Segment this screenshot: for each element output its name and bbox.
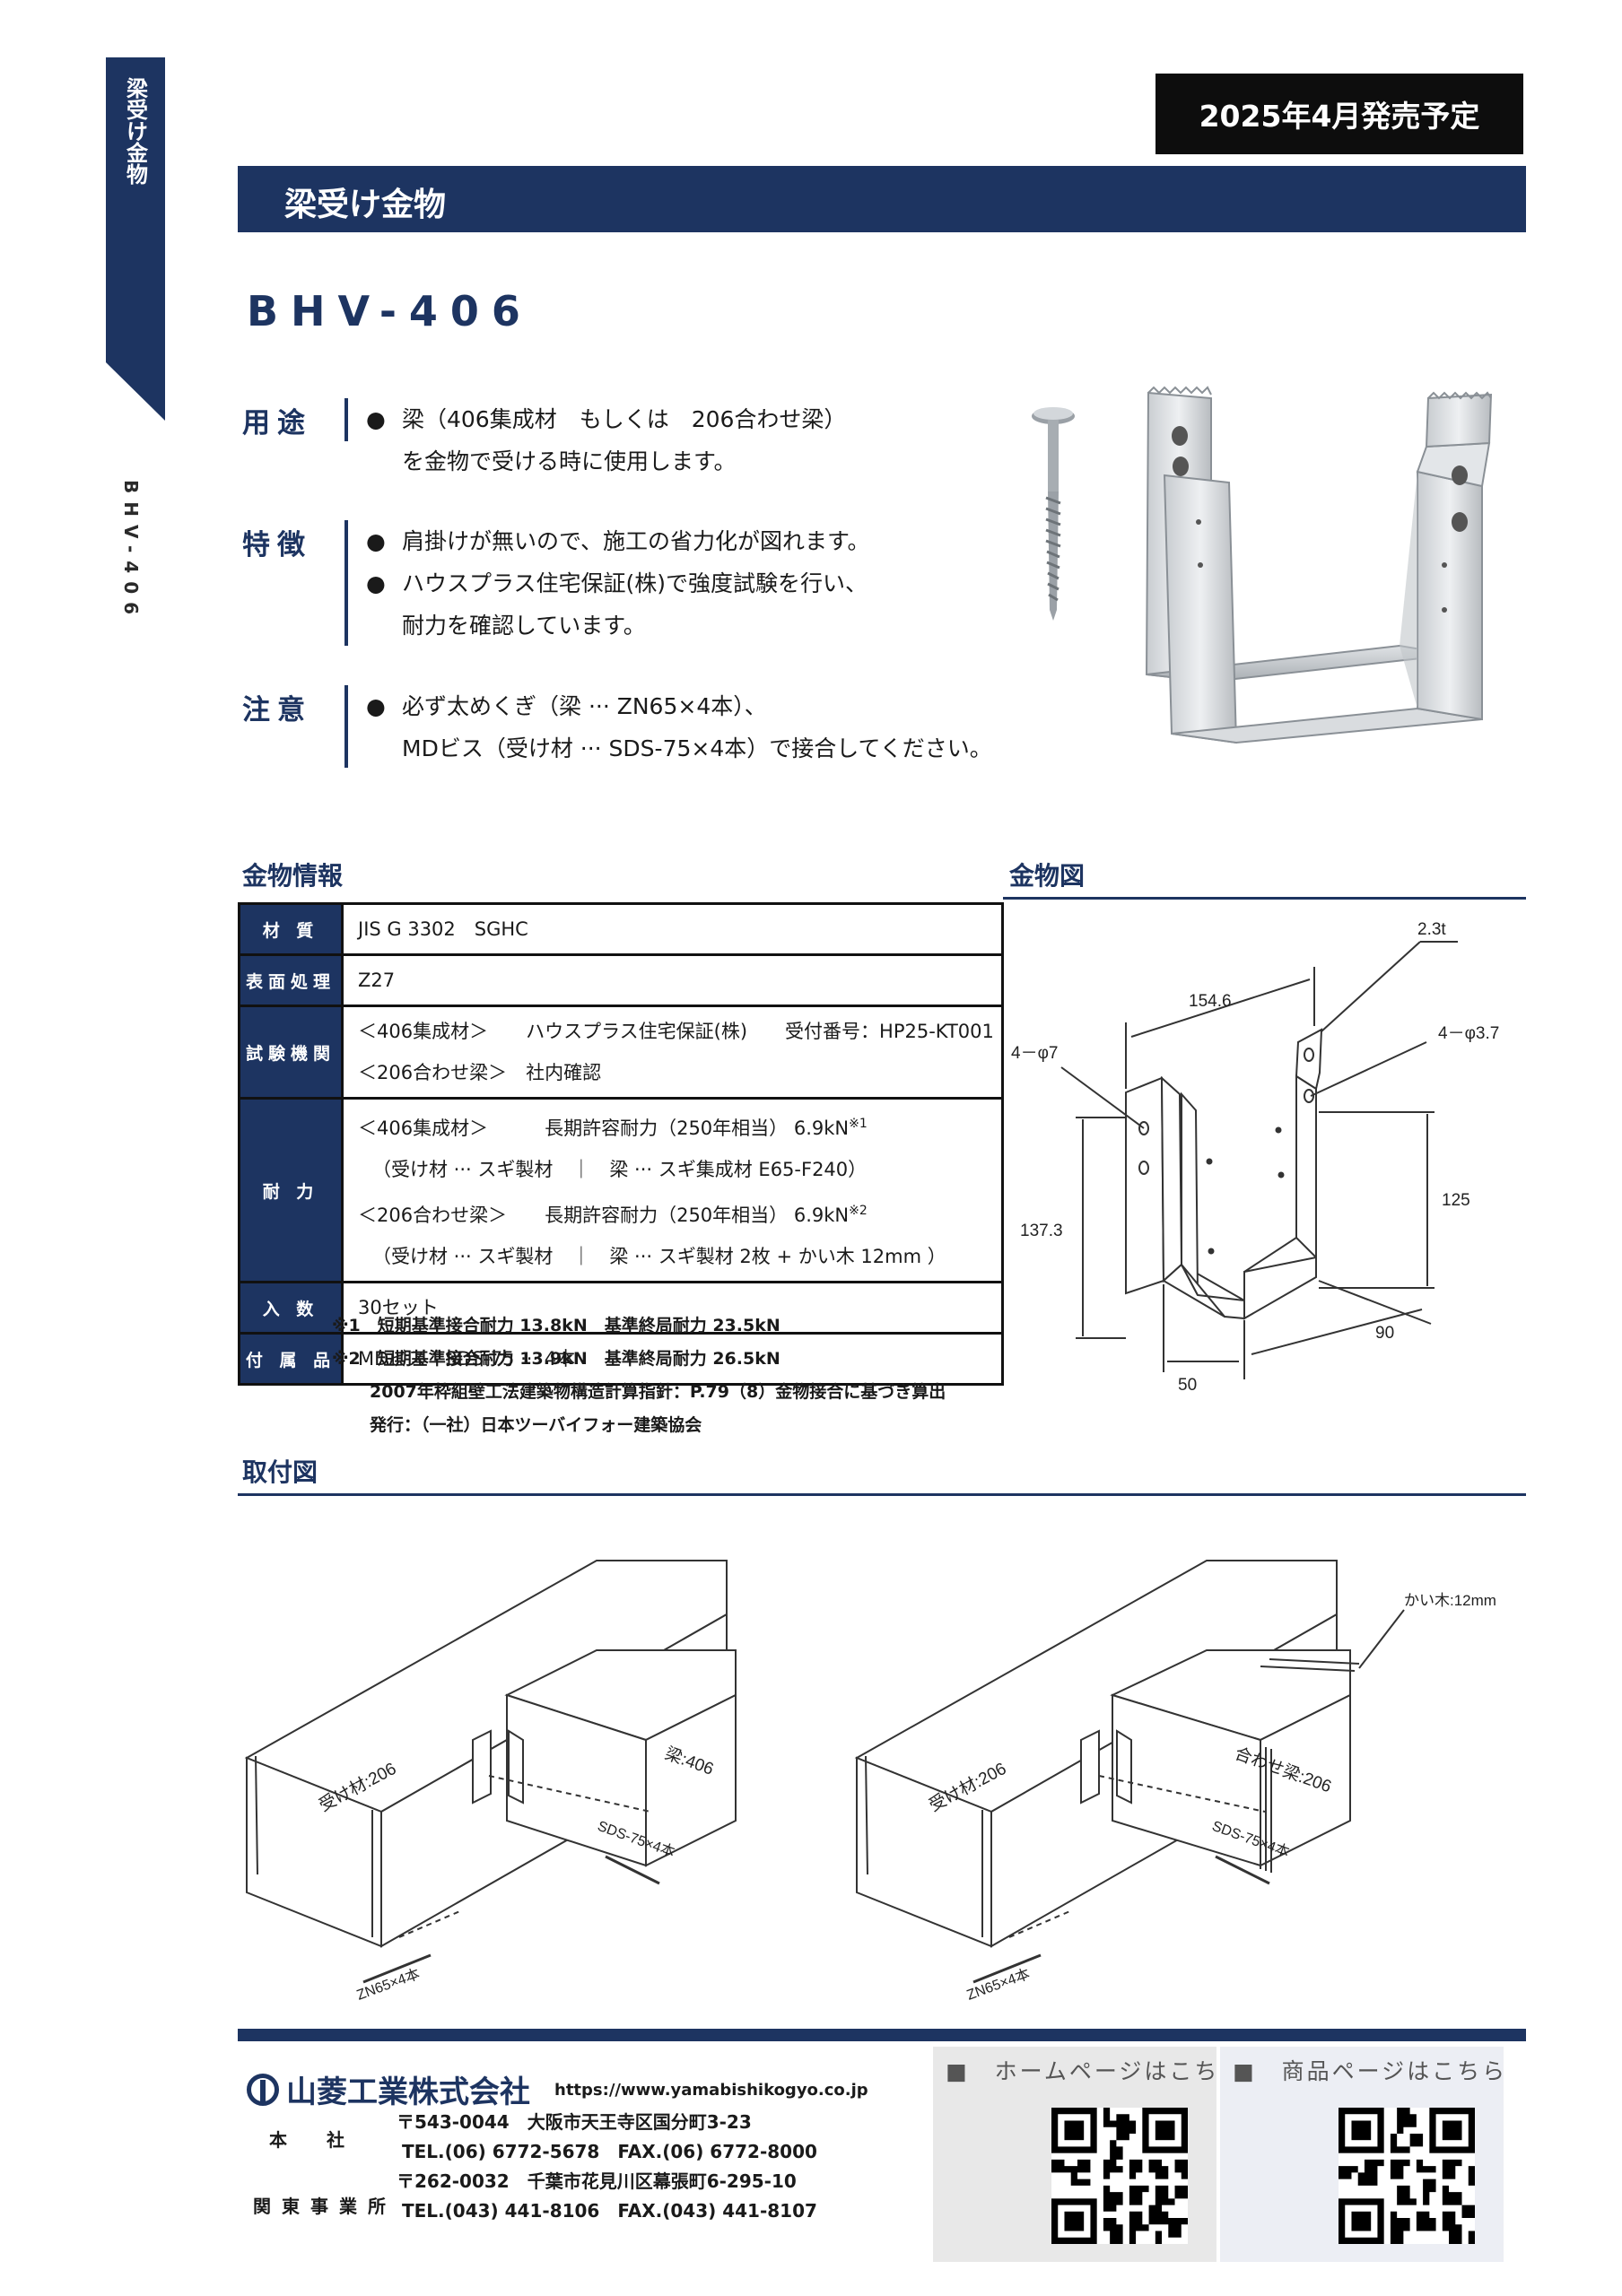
spec-key: 材 質: [238, 902, 344, 956]
head-office-label: 本 社: [269, 2129, 355, 2151]
page-title: 梁受け金物: [284, 187, 447, 223]
features-label: 特徴: [242, 529, 312, 561]
qr-product-code[interactable]: [1339, 2108, 1475, 2244]
caution-divider: [344, 685, 348, 768]
features-divider: [344, 520, 348, 646]
spec-value: 30セット: [341, 1281, 1004, 1335]
footer-rule: [238, 2029, 1526, 2041]
release-banner: 2025年4月発売予定: [1155, 74, 1523, 154]
qr-code-icon: [1051, 2108, 1188, 2244]
left-flange: [1125, 1076, 1165, 1295]
usage-text: ●梁（406集成材 もしくは 206合わせ梁） を金物で受ける時に使用します。: [366, 406, 847, 474]
footnotes: ※1 短期基準接合耐力 13.8kN 基準終局耐力 23.5kN ※2 短期基準…: [332, 1316, 946, 1435]
dim-thickness: 2.3t: [1417, 920, 1446, 939]
diagram-heading-rule: [1003, 897, 1526, 900]
kanto-office-address: 〒262-0032 千葉市花見川区幕張町6-295-10 TEL.(043) 4…: [397, 2170, 817, 2222]
caution-text: ●必ず太めくぎ（梁 ··· ZN65×4本）、 MDビス（受け材 ··· SDS…: [366, 693, 992, 761]
caution-label: 注意: [242, 694, 312, 726]
spec-row-testing: 試験機関 ＜406集成材＞ ハウスプラス住宅保証(株) 受付番号：HP25-KT…: [238, 1004, 1004, 1100]
qr-product-panel[interactable]: ■ 商品ページはこちら: [1220, 2047, 1504, 2262]
head-office-address: 〒543-0044 大阪市天王寺区国分町3-23 TEL.(06) 6772-5…: [397, 2111, 817, 2162]
features-text: ●肩掛けが無いので、施工の省力化が図れます。 ●ハウスプラス住宅保証(株)で強度…: [366, 528, 870, 639]
qr-home-code[interactable]: [1051, 2108, 1188, 2244]
spec-row-material: 材 質 JIS G 3302 SGHC: [238, 902, 1004, 956]
dim-depth: 90: [1375, 1324, 1394, 1343]
spec-key: 試験機関: [238, 1004, 344, 1100]
screw-photo: [1032, 407, 1075, 621]
dim-width: 154.6: [1189, 992, 1232, 1011]
mount-heading-rule: [238, 1493, 1526, 1496]
usage-divider: [344, 398, 348, 441]
usage-label: 用途: [242, 407, 312, 439]
side-category-tab: 梁受け金物: [106, 57, 165, 421]
qr-code-icon: [1339, 2108, 1475, 2244]
qr-product-label: ■ 商品ページはこちら: [1233, 2058, 1508, 2084]
mount-heading: 取付図: [242, 1457, 318, 1487]
dim-hole-small: 4－φ3.7: [1438, 1024, 1499, 1043]
model-number: BHV-406: [247, 287, 533, 335]
spec-value: Z27: [341, 953, 1004, 1007]
qr-home-label: ■ ホームページはこちら: [946, 2058, 1245, 2084]
info-heading: 金物情報: [242, 861, 344, 891]
company-logo-icon: [247, 2073, 279, 2106]
spec-row-surface: 表面処理 Z27: [238, 953, 1004, 1007]
bracket-photo: [1145, 386, 1493, 744]
spec-key: 表面処理: [238, 953, 344, 1007]
kanto-office-label: 関東事業所: [253, 2196, 397, 2217]
diagram-heading: 金物図: [1009, 861, 1086, 891]
spec-key: 耐 力: [238, 1097, 344, 1283]
spec-row-quantity: 入 数 30セット: [238, 1281, 1004, 1335]
dimension-drawing: 154.6 2.3t 4－φ7 4－φ3.7 137.3 125 90 50: [1011, 920, 1499, 1395]
mounting-illustration: 受け材:206 梁:406 SDS-75×4本 ZN65×4本 受け材:206 …: [244, 1560, 1496, 2000]
dim-inner-width: 50: [1178, 1376, 1197, 1395]
product-photo: [1032, 386, 1493, 744]
spec-value: ＜406集成材＞ 長期許容耐力（250年相当） 6.9kN※1 （受け材 ···…: [341, 1097, 1004, 1283]
shim-label: かい木:12mm: [1404, 1592, 1496, 1609]
title-bar: 梁受け金物: [238, 166, 1526, 232]
company-url[interactable]: https://www.yamabishikogyo.co.jp: [554, 2081, 868, 2100]
spec-value: MDビス SDS-75 ··· 4本: [341, 1332, 1004, 1386]
qr-home-panel[interactable]: ■ ホームページはこちら: [933, 2047, 1242, 2262]
spec-value: ＜406集成材＞ ハウスプラス住宅保証(株) 受付番号：HP25-KT001 ＜…: [341, 1004, 1004, 1100]
dim-height-right: 125: [1442, 1191, 1470, 1210]
spec-row-strength: 耐 力 ＜406集成材＞ 長期許容耐力（250年相当） 6.9kN※1 （受け材…: [238, 1097, 1004, 1283]
company-logo: 山菱工業株式会社: [247, 2067, 530, 2111]
side-model-label: BHV-406: [120, 480, 142, 623]
dim-hole-large: 4－φ7: [1011, 1044, 1058, 1063]
spec-row-accessory: 付 属 品 MDビス SDS-75 ··· 4本: [238, 1332, 1004, 1386]
spec-table: 材 質 JIS G 3302 SGHC 表面処理 Z27 試験機関 ＜406集成…: [238, 902, 1004, 1386]
side-category-label: 梁受け金物: [122, 77, 148, 185]
spec-key: 入 数: [238, 1281, 344, 1335]
dim-height-left: 137.3: [1020, 1222, 1063, 1240]
spec-key: 付 属 品: [238, 1332, 344, 1386]
spec-value: JIS G 3302 SGHC: [341, 902, 1004, 956]
